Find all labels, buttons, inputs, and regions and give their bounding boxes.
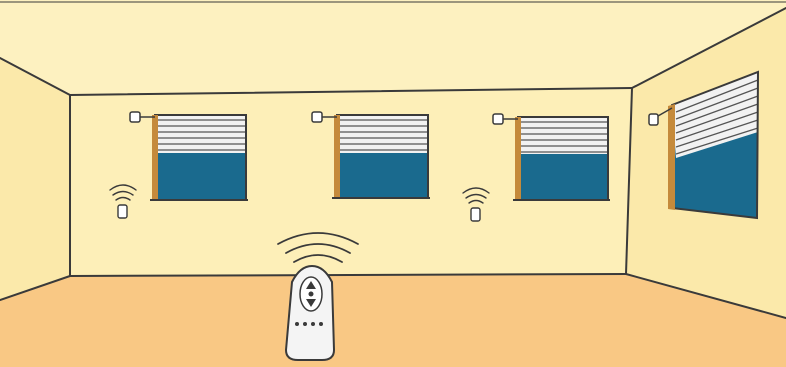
floor bbox=[0, 274, 786, 367]
receiver-icon bbox=[471, 208, 480, 221]
left-wall bbox=[0, 58, 70, 300]
motor-box-icon bbox=[649, 114, 658, 125]
window-shutter-3[interactable] bbox=[513, 117, 610, 200]
motor-box-icon bbox=[130, 112, 140, 122]
remote-control[interactable] bbox=[286, 266, 334, 360]
stop-button bbox=[309, 292, 314, 297]
window-shutter-2[interactable] bbox=[332, 115, 430, 198]
window-shutter-1[interactable] bbox=[150, 115, 248, 200]
receiver-icon bbox=[118, 205, 127, 218]
motor-box-icon bbox=[493, 114, 503, 124]
motor-box-icon bbox=[312, 112, 322, 122]
